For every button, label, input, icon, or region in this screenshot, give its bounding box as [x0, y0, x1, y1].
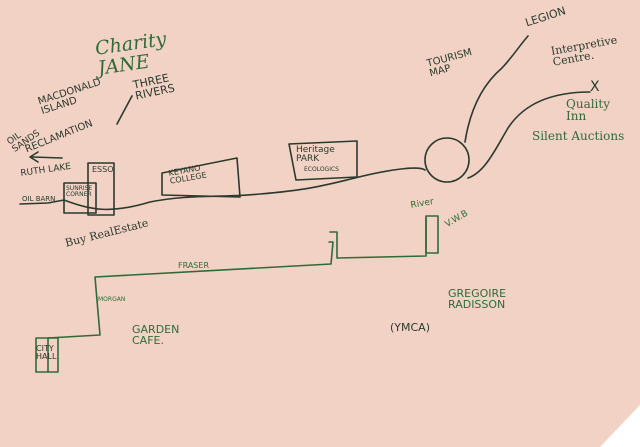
- road-river: [329, 217, 427, 259]
- label-morgan: MORGAN: [98, 296, 126, 303]
- label-quality-inn: Quality Inn: [566, 97, 610, 123]
- label-heritage-sub: ECOLOGICS: [304, 166, 339, 173]
- label-esso: ESSO: [92, 165, 114, 174]
- label-heritage-park: Heritage PARK: [296, 145, 335, 164]
- label-garden-cafe: GARDEN CAFE.: [132, 323, 180, 347]
- arrowhead: [29, 151, 39, 163]
- city-hall-building: [35, 337, 59, 373]
- label-oil-barn: OIL BARN: [22, 195, 56, 203]
- road-to-inn: [467, 91, 591, 179]
- three-rivers-tick: [116, 95, 133, 125]
- building-heritage: [288, 140, 358, 181]
- label-silent-auctions: Silent Auctions: [532, 129, 625, 143]
- label-fraser: FRASER: [178, 261, 209, 270]
- label-city-hall: CITY HALL: [36, 344, 57, 361]
- building-keyano: [161, 157, 241, 198]
- vwb-building: [425, 215, 439, 254]
- label-x-mark: X: [590, 79, 600, 95]
- road-main: [19, 167, 426, 211]
- building-ghost-corner: [63, 182, 97, 214]
- label-ymca: (YMCA): [390, 321, 430, 334]
- building-esso: [87, 162, 115, 216]
- road-fraser: [47, 241, 334, 373]
- roundabout: [424, 137, 470, 183]
- label-ghost-corner: SUNRISE CORNER: [66, 185, 93, 198]
- road-to-legion: [464, 35, 529, 143]
- arrow-to-oil-sands: [31, 156, 63, 159]
- label-gregoire-radisson: GREGOIRE RADISSON: [448, 287, 507, 311]
